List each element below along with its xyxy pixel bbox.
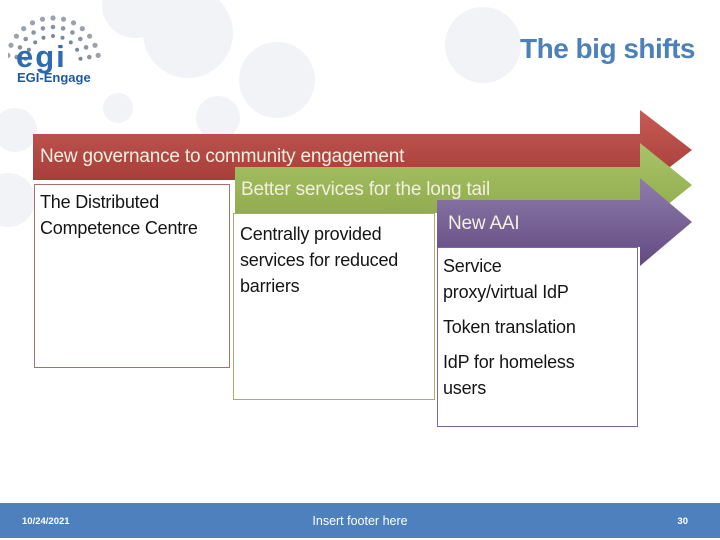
aai-item-token-translation: Token translation — [443, 317, 576, 337]
background-circle — [239, 42, 315, 118]
info-box-aai-items: Service proxy/virtual IdP Token translat… — [437, 247, 638, 427]
background-circle — [0, 108, 37, 152]
banner-label-aai: New AAI — [448, 213, 520, 234]
footer-placeholder-text: Insert footer here — [312, 514, 408, 528]
footer-date: 10/24/2021 — [22, 516, 70, 527]
background-circle — [445, 7, 521, 83]
egi-wordmark: egi — [16, 39, 67, 74]
background-circle — [0, 173, 35, 227]
info-box-central-services: Centrally provided services for reduced … — [233, 213, 435, 400]
egi-logo-dots-icon — [8, 15, 101, 61]
footer-bar: 10/24/2021 Insert footer here 30 — [0, 503, 720, 538]
info-box-competence-centre: The Distributed Competence Centre — [34, 184, 230, 368]
info-box-text: Centrally provided services for reduced … — [240, 224, 399, 296]
aai-item-service-proxy: Service proxy/virtual IdP — [443, 256, 569, 302]
egi-program-label: EGI-Engage — [17, 70, 91, 85]
banner-label-governance: New governance to community engagement — [40, 146, 405, 167]
info-box-text: The Distributed Competence Centre — [40, 192, 198, 238]
background-circle — [143, 0, 233, 78]
egi-logo: egi EGI-Engage — [8, 4, 128, 96]
aai-item-idp-homeless: IdP for homeless users — [443, 352, 575, 398]
footer-page-number: 30 — [677, 516, 688, 527]
banner-label-services: Better services for the long tail — [241, 179, 490, 200]
background-circle — [103, 93, 133, 123]
slide-title: The big shifts — [520, 33, 696, 64]
